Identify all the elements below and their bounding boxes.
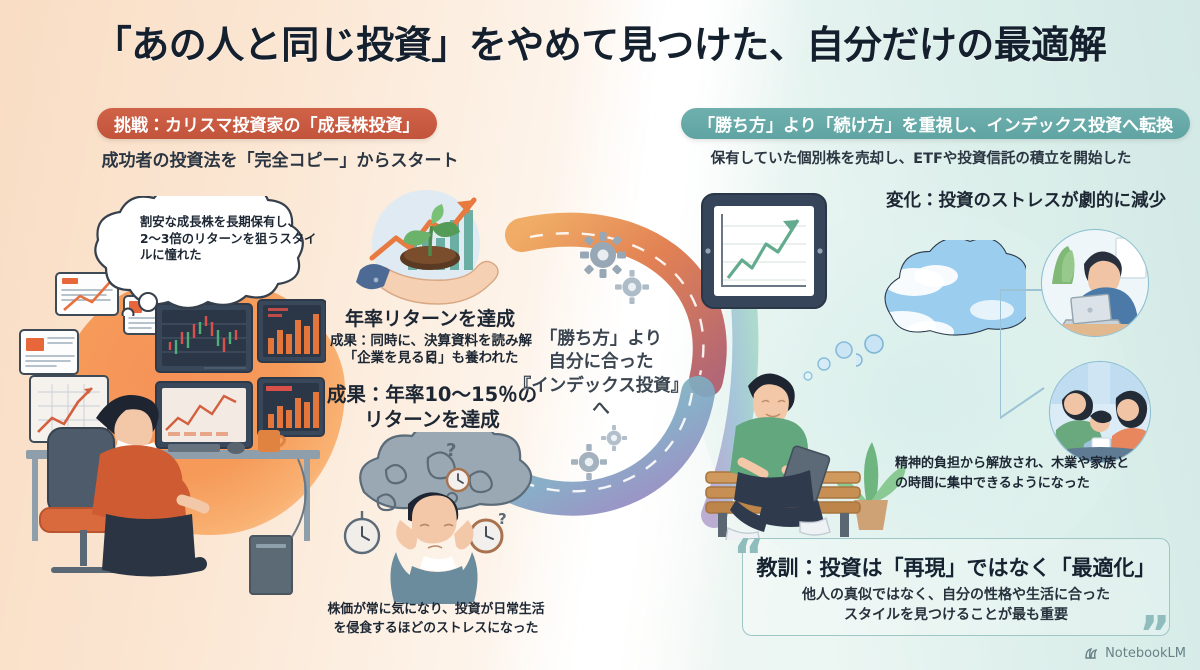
bench-relaxing-person-illustration (705, 373, 906, 540)
lesson-quote-title: 教訓：投資は「再現」ではなく「最適化」 (756, 556, 1156, 580)
right-change-heading: 変化：投資のストレスが劇的に減少 (886, 191, 1166, 211)
gear-icon-bottom-small (601, 425, 627, 451)
stressed-person-illustration: ? ? (343, 432, 533, 604)
left-milestone-heading: 年率リターンを達成 (344, 308, 516, 330)
gear-icon-small (615, 270, 649, 304)
quote-close-mark: ” (1139, 606, 1171, 662)
svg-text:?: ? (498, 510, 507, 528)
left-speech-bubble-text: 割安な成長株を長期保有し、2〜3倍のリターンを狙うスタイルに憧れた (140, 215, 317, 263)
left-milestone-body-line2: 「企業を見る目」も養われた (343, 350, 519, 366)
right-benefit-line2: の時間に集中できるようになった (895, 476, 1090, 491)
right-benefit-line1: 精神的負担から解放され、木業や家族と (895, 456, 1130, 471)
left-subtitle: 成功者の投資法を「完全コピー」からスタート (101, 151, 459, 171)
left-result-line2: リターンを達成 (364, 408, 500, 431)
notebooklm-watermark: NotebookLM (1085, 646, 1186, 661)
center-label-line2: 自分に合った (548, 352, 654, 373)
svg-text:?: ? (446, 440, 456, 461)
lesson-quote-body-line2: スタイルを見つけることが最も重要 (844, 606, 1068, 623)
notebooklm-label: NotebookLM (1105, 646, 1186, 661)
left-stress-line1: 株価が常に気になり、投資が日常生活 (327, 602, 545, 617)
gear-icon-bottom (571, 444, 607, 480)
lesson-quote-body-line1: 他人の真似ではなく、自分の性格や生活に合った (802, 587, 1110, 603)
thought-bubble-left (94, 196, 304, 316)
left-challenge-badge: 挑戦：カリスマ投資家の「成長株投資」 (97, 108, 437, 139)
page-title: 「あの人と同じ投資」をやめて見つけた、自分だけの最適解 (93, 23, 1107, 67)
tablet-uptrend-illustration (701, 193, 827, 309)
center-transition-label: 「勝ち方」より 自分に合った 『インデックス投資』へ (508, 328, 694, 422)
circle-photo-person-laptop (1040, 228, 1150, 338)
lesson-quote-body: 他人の真似ではなく、自分の性格や生活に合った スタイルを見つけることが最も重要 (742, 586, 1170, 625)
left-milestone-body-line1: 成果：同時に、決算資料を読み解く (329, 333, 533, 367)
center-label-line3: 『インデックス投資』へ (513, 375, 689, 420)
center-label-line1: 「勝ち方」より (539, 329, 663, 349)
trader-desk-illustration (19, 272, 326, 595)
right-transition-badge: 「勝ち方」より「続け方」を重視し、インデックス投資へ転換 (681, 108, 1191, 139)
left-stress-line2: を侵食するほどのストレスになった (333, 621, 539, 636)
hand-sprout-growth-illustration (356, 190, 499, 305)
cloud-connector-lines (1000, 289, 1045, 420)
thought-bubble-dots-right (803, 341, 853, 381)
right-subtitle: 保有していた個別株を売却し、ETFや投資信託の積立を開始した (710, 151, 1132, 167)
notebooklm-logo-icon (1085, 648, 1098, 659)
gear-icon-large (580, 232, 626, 278)
left-result-line1: 成果：年率10〜15％の (326, 383, 538, 406)
quote-open-mark: “ (733, 529, 765, 585)
circle-photo-family (1048, 360, 1152, 464)
sky-thought-cloud (856, 240, 1026, 367)
lesson-quote-card (742, 538, 1170, 636)
